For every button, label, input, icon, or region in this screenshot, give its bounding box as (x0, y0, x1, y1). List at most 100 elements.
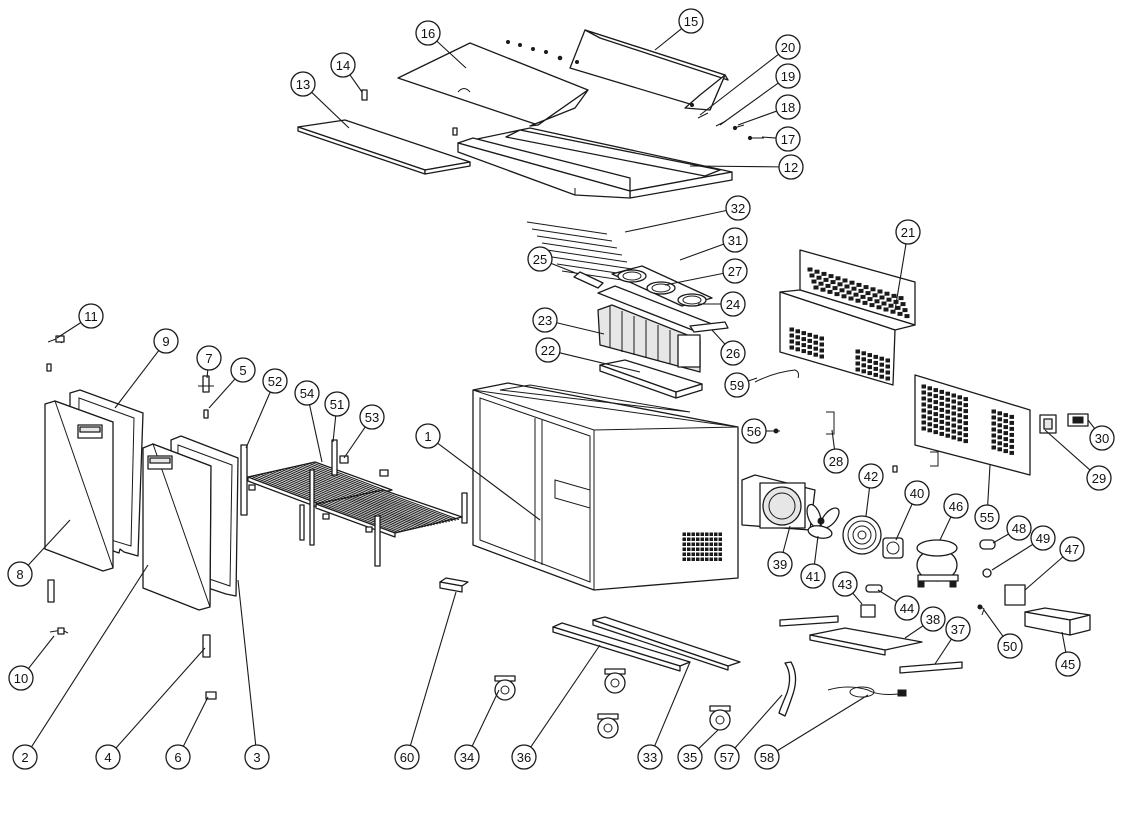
leader-line-9 (114, 350, 160, 409)
callout-57: 57 (714, 744, 740, 770)
callout-label: 56 (747, 424, 761, 439)
callout-60: 60 (394, 744, 420, 770)
callout-1: 1 (415, 423, 441, 449)
callout-label: 33 (643, 750, 657, 765)
leader-line-14 (349, 74, 363, 93)
callout-54: 54 (294, 380, 320, 406)
callout-label: 1 (424, 429, 431, 444)
leader-line-43 (852, 592, 863, 605)
callout-6: 6 (165, 744, 191, 770)
leader-line-54 (309, 404, 323, 463)
part-54-shelves (247, 461, 463, 538)
callout-43: 43 (832, 571, 858, 597)
callout-label: 47 (1065, 542, 1079, 557)
part-21-rear-panel (779, 249, 916, 386)
callout-label: 52 (268, 374, 282, 389)
leader-line-35 (698, 729, 719, 750)
leader-line-37 (934, 638, 952, 665)
leader-line-23 (556, 322, 605, 335)
leader-line-11 (56, 322, 82, 339)
callout-label: 23 (538, 313, 552, 328)
callout-label: 57 (720, 750, 734, 765)
part-10-hinge (47, 579, 69, 635)
part-39-condenser (741, 474, 816, 531)
callout-label: 24 (726, 297, 740, 312)
callout-label: 19 (781, 69, 795, 84)
callout-label: 26 (726, 346, 740, 361)
callout-22: 22 (535, 337, 561, 363)
leader-line-57 (734, 694, 783, 749)
callout-50: 50 (997, 633, 1023, 659)
leader-line-1 (437, 442, 541, 521)
part-17-20-screws (697, 112, 764, 141)
callout-35: 35 (677, 744, 703, 770)
callout-38: 38 (920, 606, 946, 632)
callout-49: 49 (1030, 525, 1056, 551)
callout-37: 37 (945, 616, 971, 642)
leader-line-17 (761, 136, 777, 139)
callout-25: 25 (527, 246, 553, 272)
callout-label: 60 (400, 750, 414, 765)
callout-label: 16 (421, 26, 435, 41)
callout-14: 14 (330, 52, 356, 78)
callout-label: 31 (728, 233, 742, 248)
leader-line-25 (550, 262, 579, 275)
part-49-knob (982, 568, 992, 578)
callout-17: 17 (775, 126, 801, 152)
callout-27: 27 (722, 258, 748, 284)
part-36-base-rail (552, 622, 691, 672)
callout-label: 58 (760, 750, 774, 765)
callout-label: 9 (162, 334, 169, 349)
part-59-cable (754, 369, 800, 383)
part-1-cabinet (472, 382, 739, 591)
callout-4: 4 (95, 744, 121, 770)
callout-24: 24 (720, 291, 746, 317)
callout-39: 39 (767, 551, 793, 577)
part-53-clips (248, 455, 389, 533)
callout-label: 50 (1003, 639, 1017, 654)
part-58-power-cord (827, 686, 907, 698)
callout-label: 34 (460, 750, 474, 765)
leader-line-22 (559, 352, 641, 373)
leader-line-27 (664, 272, 724, 286)
part-28-handles (826, 411, 939, 473)
leader-line-42 (865, 487, 871, 517)
callout-55: 55 (974, 504, 1000, 530)
leader-line-36 (530, 644, 601, 748)
leader-line-38 (904, 625, 924, 639)
leader-line-60 (409, 591, 457, 746)
part-7-hinge (198, 375, 214, 419)
callout-label: 11 (84, 309, 98, 324)
leader-line-34 (471, 689, 500, 747)
callout-58: 58 (754, 744, 780, 770)
part-47-box (1004, 584, 1026, 606)
part-14-clip (361, 89, 368, 101)
callout-46: 46 (943, 493, 969, 519)
callout-label: 39 (773, 557, 787, 572)
callout-label: 32 (731, 201, 745, 216)
leader-line-44 (877, 589, 898, 603)
leader-line-21 (894, 243, 907, 311)
leader-line-55 (987, 464, 991, 506)
leader-line-32 (624, 209, 727, 233)
leader-line-30 (1087, 419, 1096, 429)
callout-label: 10 (14, 671, 28, 686)
leader-line-31 (679, 243, 724, 261)
leader-line-59 (748, 377, 758, 382)
leader-line-48 (992, 533, 1009, 544)
leader-line-12 (689, 165, 780, 168)
callout-32: 32 (725, 195, 751, 221)
leader-line-26 (711, 329, 726, 345)
callout-label: 14 (336, 58, 350, 73)
callout-label: 41 (806, 569, 820, 584)
part-16-top-lid (397, 40, 589, 127)
callout-20: 20 (775, 34, 801, 60)
part-37-rail (899, 661, 963, 674)
leader-line-49 (991, 543, 1034, 571)
callout-53: 53 (359, 404, 385, 430)
part-27-evaporator-fans (611, 265, 713, 307)
callout-44: 44 (894, 595, 920, 621)
callout-label: 3 (253, 750, 260, 765)
callout-label: 36 (517, 750, 531, 765)
